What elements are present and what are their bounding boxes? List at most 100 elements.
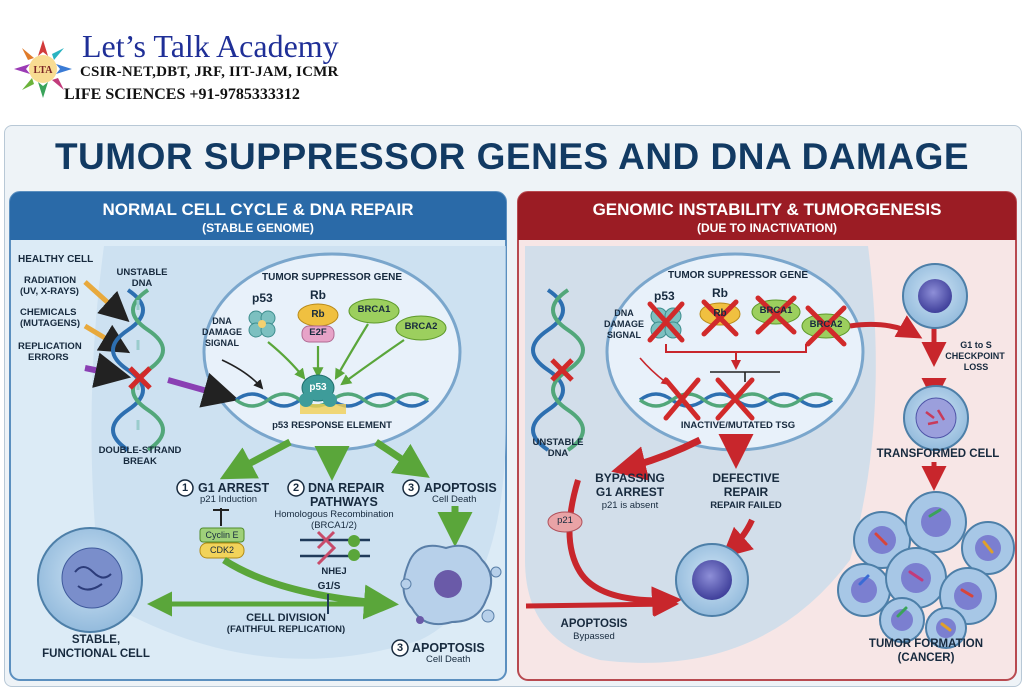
right-rb-label: Rb [712,286,728,300]
svg-text:LTA: LTA [34,65,54,76]
left-panel-subheading: (STABLE GENOME) [202,221,314,235]
left-p53-bound-label: p53 [309,382,327,393]
cell-division-sub: (FAITHFUL REPLICATION) [226,624,346,635]
right-rb-inner-label: Rb [713,308,727,319]
right-dds-label-2: DAMAGE [604,319,644,329]
left-dds-label-1: DNA [212,316,232,326]
chemicals-label: CHEMICALS [20,307,77,318]
cell-division-label: CELL DIVISION [246,612,326,624]
bypass-label-2: G1 ARREST [595,485,665,499]
left-p53-label: p53 [252,291,273,305]
p21-label: p21 [557,515,573,526]
nhej-label: NHEJ [321,566,347,577]
left-dds-label-3: SIGNAL [204,338,239,348]
left-p53-protein-icon [248,310,276,338]
repair-label: DNA REPAIR [308,481,385,495]
healthy-cell-label: HEALTHY CELL [18,254,94,265]
left-brca2-protein [395,315,447,341]
stable-cell-label: STABLE, [71,634,121,646]
left-tsg-label: TUMOR SUPPRESSOR GENE [261,272,403,283]
page-header: LTA Let’s Talk Academy CSIR-NET,DBT, JRF… [0,0,1024,120]
right-dsb-cross-icon [550,358,574,382]
repair-label-2: PATHWAYS [310,495,378,509]
defective-label-2: REPAIR [723,485,769,499]
g1-arrest-label: G1 ARREST [198,481,270,495]
right-apoptosis-sub: Bypassed [573,631,615,642]
inactive-tsg-label: INACTIVE/MUTATED TSG [680,420,796,431]
defective-label: DEFECTIVE [712,471,780,485]
right-cell-icon [675,543,749,617]
g1s-loss-label-3: LOSS [963,362,989,372]
left-brca1-protein [348,298,400,324]
academy-logo-icon: LTA [14,40,72,98]
left-rb-label: Rb [310,288,326,302]
tumor-mass-icon [837,491,1015,649]
brand-name: Let’s Talk Academy [82,28,339,64]
bypass-label: BYPASSING [595,471,665,485]
right-p53-label: p53 [654,289,675,303]
right-dds-label-3: SIGNAL [606,330,641,340]
right-panel-heading: GENOMIC INSTABILITY & TUMORGENESIS [592,200,942,219]
g1s-label: G1/S [317,581,341,592]
apop-num: 3 [407,482,415,494]
apoptosis2-label: APOPTOSIS [412,641,485,655]
g1-arrest-sub: p21 Induction [200,494,258,505]
cdk2-label: CDK2 [209,545,234,555]
dsb-label: DOUBLE-STRAND [98,445,182,456]
left-dna-label: DNA [131,278,153,289]
response-element-label: p53 RESPONSE ELEMENT [272,420,392,431]
apoptosis2-sub: Cell Death [426,654,471,665]
apoptosis-label: APOPTOSIS [424,481,497,495]
brand-exams: CSIR-NET,DBT, JRF, IIT-JAM, ICMR [80,64,339,80]
transformed-cell-icon [903,385,969,451]
cdk2-box [199,542,245,559]
apop2-num: 3 [396,642,404,654]
cyclin-e-box [199,527,245,543]
defective-sub: REPAIR FAILED [710,500,782,511]
normal-cell-icon [902,263,968,329]
apoptosis-sub: Cell Death [432,494,477,505]
hr-label: Homologous Recombination [274,509,394,520]
page-title: TUMOR SUPPRESSOR GENES AND DNA DAMAGE [54,136,970,177]
radiation-sub-label: (UV, X-RAYS) [20,286,79,297]
repair-dna-icon [300,530,370,566]
inactivation-cross-icons [647,295,847,347]
right-apoptosis-label: APOPTOSIS [560,618,628,630]
left-brca1-label: BRCA1 [357,304,391,315]
apoptotic-cell-icon [400,544,502,626]
g1s-loss-label-2: CHECKPOINT [945,351,1005,361]
g1-num: 1 [181,482,189,494]
cyclin-e-label: Cyclin E [205,530,239,540]
left-rb-inner-label: Rb [311,309,325,320]
left-dsb-cross-icon [128,366,152,390]
dsb-label-2: BREAK [123,456,157,467]
right-dna-helix [531,288,585,452]
g1s-loss-label: G1 to S [960,340,992,350]
right-unstable-label: UNSTABLE [532,437,584,448]
right-dds-label-1: DNA [614,308,634,318]
replication-sub-label: ERRORS [28,352,69,363]
right-tsg-label: TUMOR SUPPRESSOR GENE [667,270,809,281]
left-unstable-label: UNSTABLE [116,267,168,278]
left-e2f-protein [301,325,335,343]
left-panel-heading: NORMAL CELL CYCLE & DNA REPAIR [102,200,414,219]
hr-label-2: (BRCA1/2) [311,520,357,531]
right-brca1-label: BRCA1 [759,305,793,316]
left-dds-label-2: DAMAGE [202,327,242,337]
right-dna-label: DNA [547,448,569,459]
tumor-formation-label-2: (CANCER) [897,652,955,664]
tumor-formation-label: TUMOR FORMATION [868,638,984,650]
stable-cell-label-2: FUNCTIONAL CELL [42,648,150,660]
radiation-label: RADIATION [24,275,77,286]
left-e2f-label: E2F [309,327,327,338]
replication-label: REPLICATION [18,341,82,352]
transformed-cell-label: TRANSFORMED CELL [876,448,1000,460]
chemicals-sub-label: (MUTAGENS) [20,318,80,329]
brand-contact: LIFE SCIENCES +91-9785333312 [64,86,300,103]
p21-badge [547,511,583,533]
left-brca2-label: BRCA2 [404,321,438,332]
stable-cell-icon [37,527,143,633]
right-brca2-label: BRCA2 [809,319,843,330]
right-panel-subheading: (DUE TO INACTIVATION) [697,221,837,235]
